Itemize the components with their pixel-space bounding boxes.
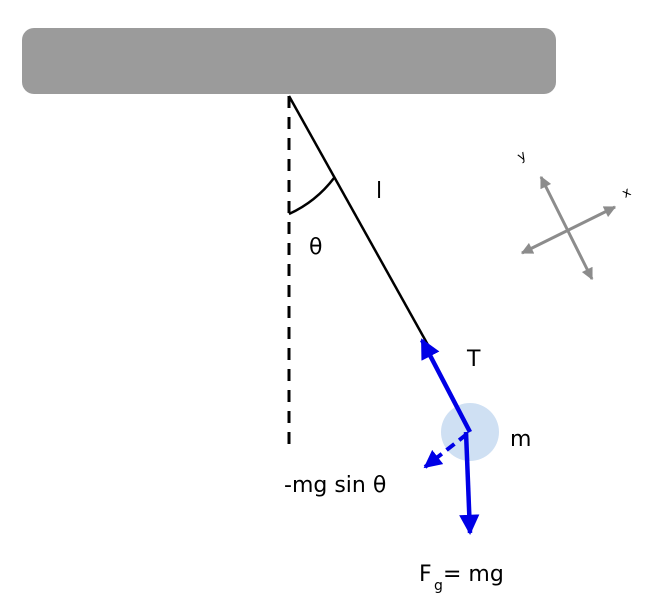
length-label: l (376, 179, 382, 204)
mass-label: m (510, 427, 531, 452)
tension-arrow (420, 338, 472, 434)
gravity-label-subscript: g (434, 578, 443, 594)
angle-arc (288, 177, 335, 216)
tension-label: T (466, 347, 481, 372)
gravity-label: F g = mg (419, 562, 504, 594)
ceiling-bar (22, 28, 556, 94)
axis-y-label: y (515, 148, 529, 165)
gravity-label-main: F (419, 562, 432, 587)
axis-x-label: x (620, 185, 634, 202)
angle-label: θ (309, 235, 322, 260)
restoring-force-arrow (423, 432, 469, 469)
gravity-label-rest: = mg (443, 562, 504, 587)
pendulum-string (287, 95, 430, 346)
y-axis-arrow (539, 175, 594, 281)
restoring-force-label: -mg sin θ (284, 473, 386, 498)
gravity-arrow (459, 431, 480, 536)
coordinate-axes: x y (515, 148, 634, 281)
